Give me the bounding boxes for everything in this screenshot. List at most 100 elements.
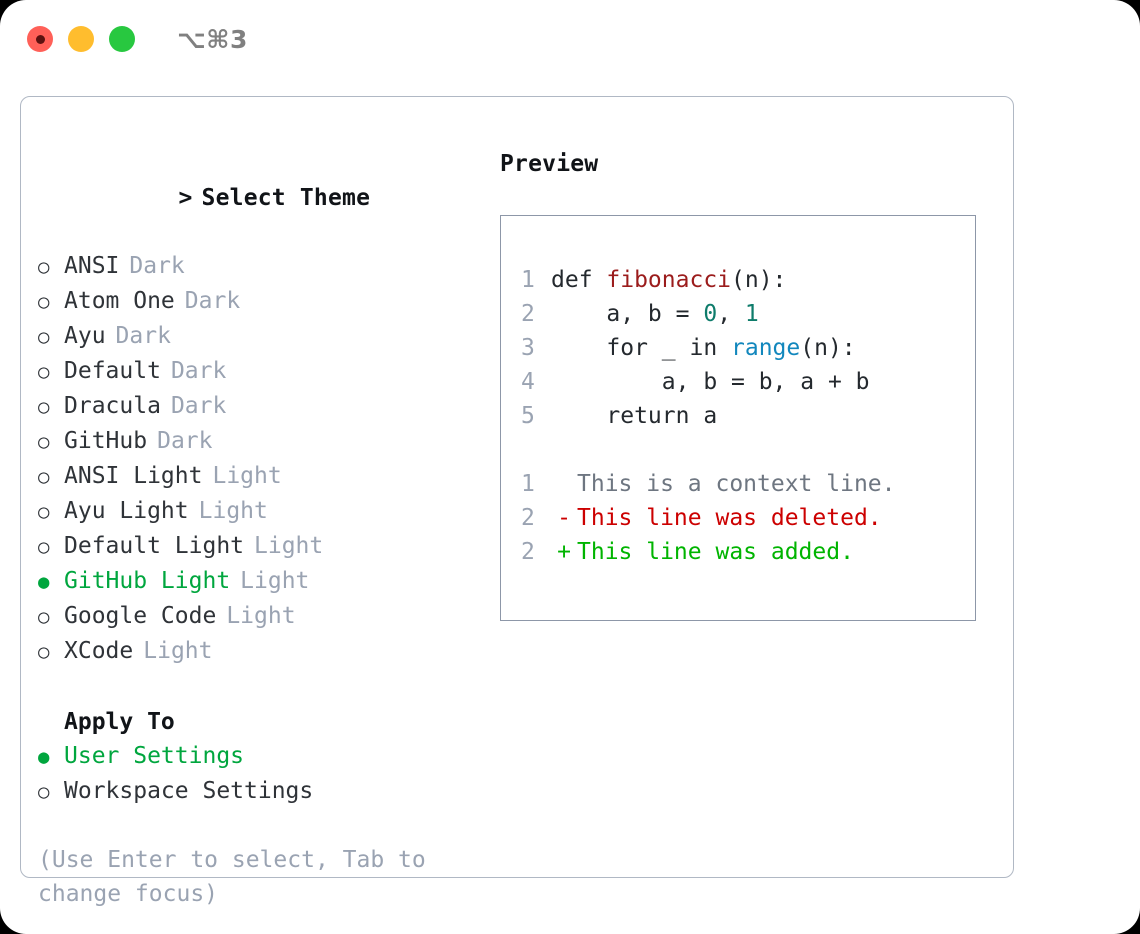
theme-option-label: Default <box>64 358 161 384</box>
apply-to-list: ● User Settings ○ Workspace Settings <box>38 739 483 809</box>
maximize-window-icon[interactable] <box>109 26 135 52</box>
close-window-icon[interactable] <box>27 26 53 52</box>
apply-to-section: Apply To ●User Settings○Workspace Settin… <box>38 705 483 809</box>
diff-line-text: This line was added. <box>577 539 854 565</box>
diff-line-text: This is a context line. <box>577 471 896 497</box>
keyboard-shortcut-hint: ⌥⌘3 <box>177 24 248 54</box>
code-line-number: 2 <box>521 301 535 327</box>
preview-heading: Preview <box>500 151 599 177</box>
minimize-window-icon[interactable] <box>68 26 94 52</box>
code-token-plain: , <box>717 301 745 327</box>
diff-line-number: 1 <box>521 471 535 497</box>
theme-option-tag: Light <box>143 638 213 664</box>
code-line-content: def fibonacci(n): <box>551 263 786 297</box>
diff-line-text: This line was deleted. <box>577 505 882 531</box>
select-theme-title: Select Theme <box>201 185 371 211</box>
code-line: 5 return a <box>521 399 975 433</box>
theme-option-label: Google Code <box>64 603 217 629</box>
radio-unselected-icon: ○ <box>38 431 50 453</box>
theme-option-tag: Light <box>226 603 296 629</box>
diff-line-removed: 2-This line was deleted. <box>521 501 975 535</box>
apply-to-option-workspace-settings[interactable]: ○ Workspace Settings <box>38 774 483 809</box>
theme-option-tag: Dark <box>129 253 185 279</box>
code-line-content: return a <box>551 399 717 433</box>
code-line-number: 4 <box>521 369 535 395</box>
code-token-plain: def <box>551 267 607 293</box>
radio-selected-icon: ● <box>38 746 50 768</box>
code-token-num: 0 <box>703 301 718 327</box>
diff-sample: 1 This is a context line.2-This line was… <box>521 467 975 569</box>
diff-line-number: 2 <box>521 539 535 565</box>
theme-option-ayu-light[interactable]: ○ Ayu Light Light <box>38 494 483 529</box>
apply-to-option-label: User Settings <box>64 743 245 769</box>
code-line-content: a, b = b, a + b <box>551 365 870 399</box>
title-bar: ⌥⌘3 <box>0 0 1140 78</box>
radio-unselected-icon: ○ <box>38 466 50 488</box>
radio-unselected-icon: ○ <box>38 256 50 278</box>
theme-option-tag: Dark <box>115 323 171 349</box>
theme-option-xcode[interactable]: ○ XCode Light <box>38 634 483 669</box>
code-line: 3 for _ in range(n): <box>521 331 975 365</box>
code-token-fn: fibonacci <box>606 267 732 293</box>
code-token-plain: (n): <box>800 335 856 361</box>
radio-unselected-icon: ○ <box>38 781 50 803</box>
code-line: 2 a, b = 0, 1 <box>521 297 975 331</box>
theme-option-default-light[interactable]: ○ Default Light Light <box>38 529 483 564</box>
code-token-plain: (n): <box>731 267 787 293</box>
theme-option-tag: Light <box>212 463 282 489</box>
code-token-plain: return a <box>551 403 718 429</box>
radio-unselected-icon: ○ <box>38 501 50 523</box>
theme-option-google-code[interactable]: ○ Google Code Light <box>38 599 483 634</box>
code-token-call: range <box>731 335 801 361</box>
diff-line-added: 2 +This line was added. <box>521 535 975 569</box>
select-theme-heading: > Select Theme <box>38 147 483 249</box>
apply-to-option-label: Workspace Settings <box>64 778 314 804</box>
theme-option-tag: Light <box>240 568 310 594</box>
theme-option-ansi[interactable]: ○ ANSI Dark <box>38 249 483 284</box>
theme-option-tag: Light <box>254 533 324 559</box>
theme-option-label: GitHub <box>64 428 148 454</box>
code-token-num: 1 <box>744 301 759 327</box>
diff-line-number: 2 <box>521 505 535 531</box>
code-token-plain: a, b = b, a + b <box>551 369 870 395</box>
diff-marker <box>551 467 577 501</box>
caret-icon: > <box>178 185 193 211</box>
diff-marker: + <box>557 539 571 565</box>
radio-unselected-icon: ○ <box>38 291 50 313</box>
code-token-plain: a, b = <box>551 301 704 327</box>
theme-option-label: Default Light <box>64 533 245 559</box>
theme-option-label: GitHub Light <box>64 568 231 594</box>
code-line-content: for _ in range(n): <box>551 331 856 365</box>
theme-option-tag: Light <box>198 498 268 524</box>
radio-unselected-icon: ○ <box>38 606 50 628</box>
diff-marker: - <box>557 505 571 531</box>
theme-option-label: XCode <box>64 638 134 664</box>
theme-option-tag: Dark <box>170 393 227 419</box>
radio-unselected-icon: ○ <box>38 641 50 663</box>
traffic-light-group <box>27 26 135 52</box>
theme-option-label: Ayu Light <box>64 498 189 524</box>
radio-unselected-icon: ○ <box>38 326 50 348</box>
theme-option-label: ANSI <box>64 253 120 279</box>
radio-unselected-icon: ○ <box>38 536 50 558</box>
apply-to-option-user-settings[interactable]: ● User Settings <box>38 739 483 774</box>
code-line-number: 5 <box>521 403 535 429</box>
diff-line-context: 1 This is a context line. <box>521 467 975 501</box>
theme-option-tag: Dark <box>170 358 227 384</box>
help-text: (Use Enter to select, Tab to change focu… <box>38 847 426 907</box>
theme-option-tag: Dark <box>184 288 241 314</box>
code-token-plain: for _ in <box>551 335 732 361</box>
